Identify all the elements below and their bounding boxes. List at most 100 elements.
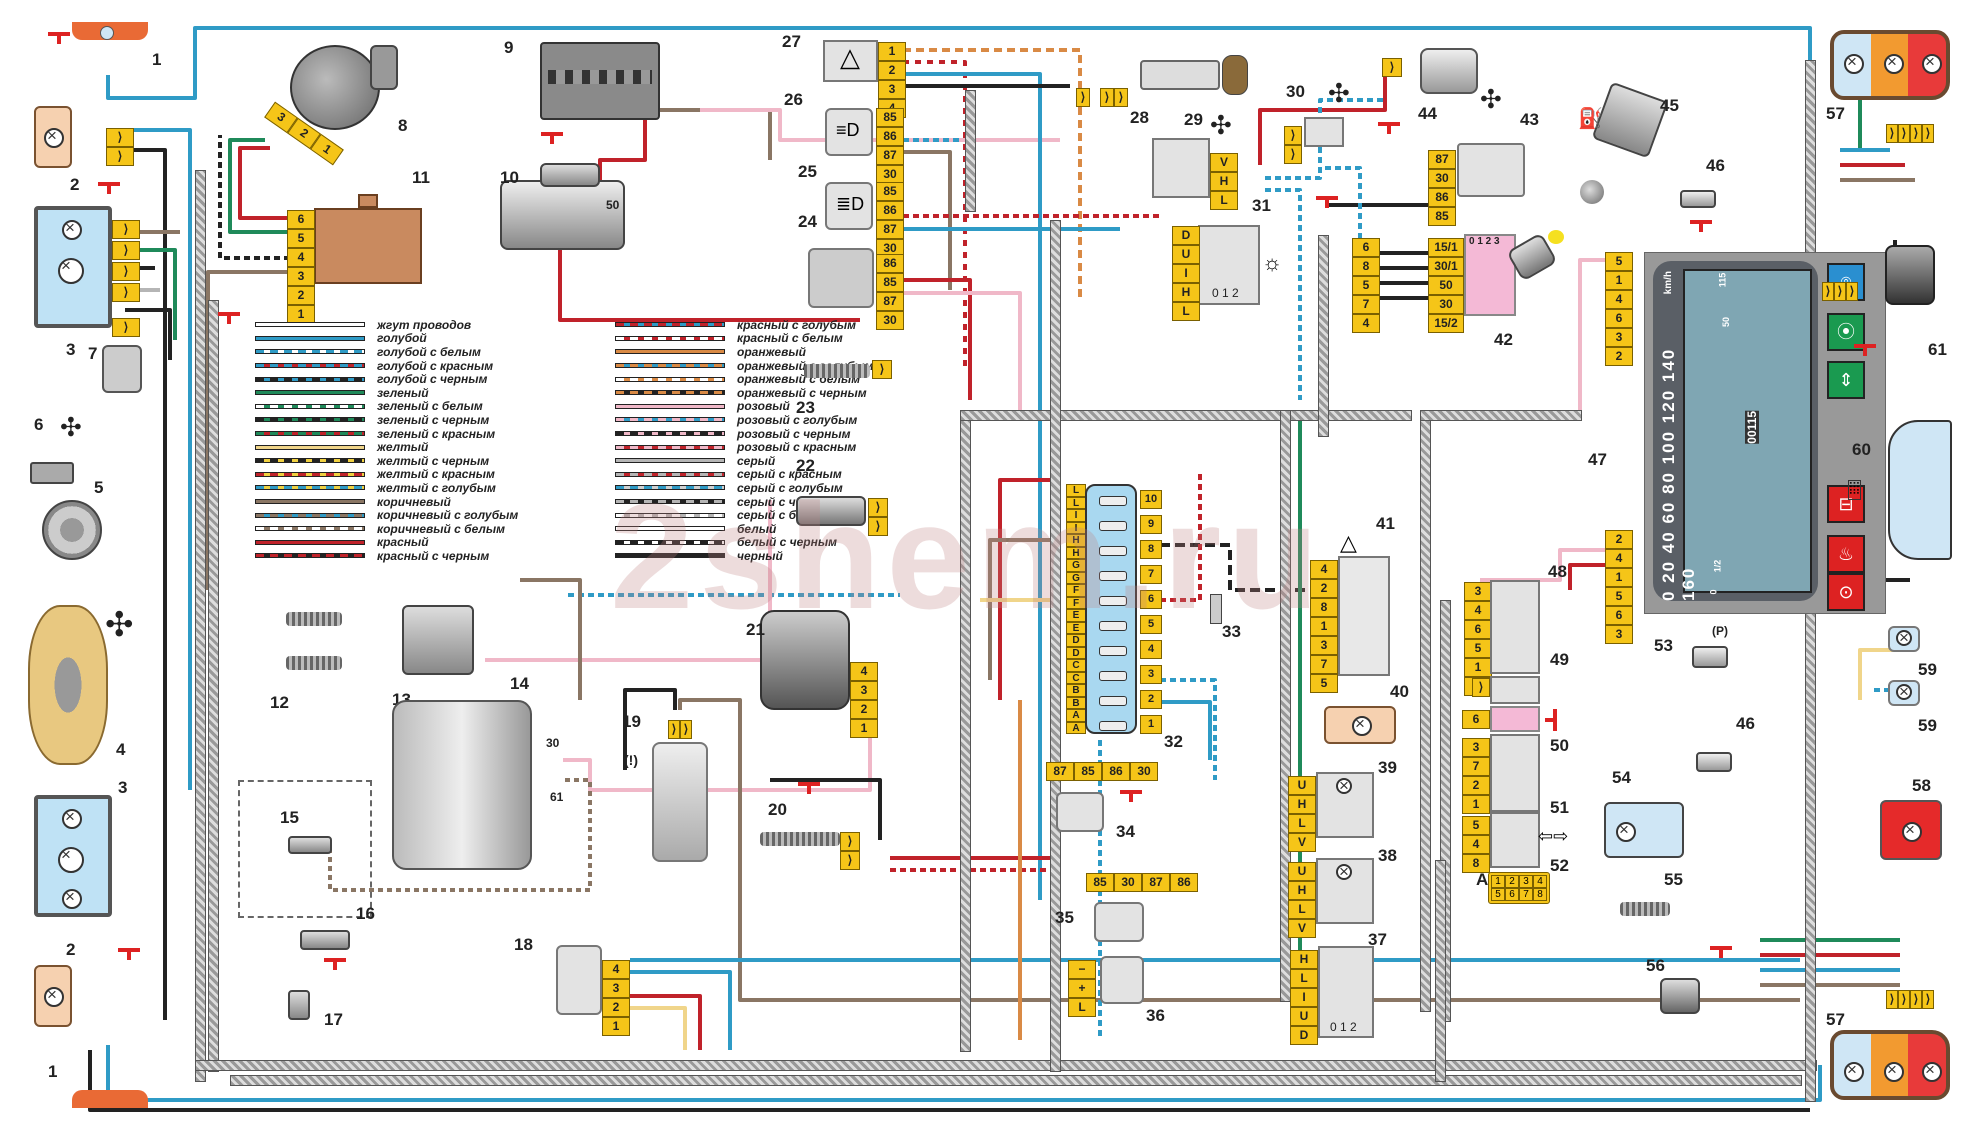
gauge-panel: 0 20 40 60 80 100 120 140 160 km/h 00115…: [1653, 261, 1818, 601]
fuse: [1099, 646, 1127, 656]
wiper-switch: [1490, 580, 1540, 674]
odometer: 00115: [1745, 411, 1759, 444]
lamp-icon: [1922, 52, 1942, 74]
component-number: 55: [1664, 870, 1683, 889]
component-number: 1: [48, 1062, 58, 1081]
wire-swatch: [255, 444, 365, 450]
wire-swatch: [255, 471, 365, 477]
wire-swatch: [615, 526, 725, 532]
harness-center-top: [960, 410, 1412, 421]
heater-resistor: [1304, 117, 1344, 147]
fuse-input-terminal: L: [1066, 496, 1086, 509]
wire-swatch: [255, 322, 365, 328]
legend-label: розовый с черным: [737, 426, 851, 441]
fan-icon: ✣: [1210, 110, 1232, 140]
ignition-switch-module: [314, 208, 422, 284]
harness-left-trunk-inner: [208, 300, 219, 1072]
legend-label: зеленый с черным: [377, 412, 490, 427]
component-number: 59: [1918, 660, 1937, 679]
legend-label: серый с голубым: [737, 480, 843, 495]
fuse-input-terminal: F: [1066, 596, 1086, 609]
legend-label: зеленый: [377, 385, 429, 400]
wire: [903, 291, 1022, 420]
heater-fan-switch: [1152, 138, 1210, 198]
legend-label: желтый с голубым: [377, 480, 496, 495]
wire: [903, 48, 1082, 300]
front-turn-signal-lamp: [34, 106, 72, 168]
component-number: 61: [1928, 340, 1947, 359]
legend-entry: жгут проводов: [255, 318, 615, 332]
fuse-input-terminal: C: [1066, 671, 1086, 684]
ignition-coil: [402, 605, 474, 675]
terminal-label: 30: [546, 736, 560, 750]
fuse: [1099, 621, 1127, 631]
fuse-output-terminal: 6: [1140, 590, 1162, 609]
component-number: 34: [1116, 822, 1135, 841]
lamp-icon: [1884, 1060, 1904, 1082]
legend-entry: серый: [615, 454, 915, 468]
ground-symbol: [1710, 946, 1732, 958]
legend-label: белый: [737, 521, 777, 536]
choke-switch: [1140, 60, 1220, 90]
wire: [1160, 678, 1217, 780]
wire: [1858, 648, 1900, 700]
legend-label: красный с белым: [737, 331, 843, 346]
connector-a-label: A: [1476, 870, 1489, 889]
fuse: [1099, 721, 1127, 731]
fuse: [1099, 546, 1127, 556]
wire-swatch: [255, 553, 365, 559]
fuse-box: [1085, 484, 1137, 734]
component-number: 27: [782, 32, 801, 51]
sensor-20: [760, 832, 840, 846]
wire-swatch: [255, 417, 365, 423]
fuel-pump-icon: ⛽: [1578, 108, 1603, 130]
wiper-connector: ⟩⟩⟩: [1822, 282, 1858, 301]
component-number: 14: [510, 674, 529, 693]
distributor: [290, 45, 380, 130]
legend-entry: белый: [615, 522, 915, 536]
headlight-switch: [1490, 734, 1540, 812]
legend-entry: зеленый: [255, 386, 615, 400]
rear-wiper-switch: [1318, 946, 1374, 1038]
wire: [903, 72, 1042, 900]
legend-label: голубой с красным: [377, 358, 494, 373]
choke-knob: [1222, 55, 1248, 95]
headlamp-connector: ⟩⟩⟩⟩⟩: [112, 220, 140, 337]
harness-cluster-link: [1420, 410, 1582, 421]
turn-signal-switch: [1490, 812, 1540, 868]
oil-pressure-sender: [300, 930, 350, 950]
resistor-connector: ⟩⟩: [1284, 126, 1302, 164]
wire-swatch: [615, 499, 725, 505]
component-number: 58: [1912, 776, 1931, 795]
legend-label: желтый с красным: [377, 467, 495, 482]
component-number: 36: [1146, 1006, 1165, 1025]
fuse-output-terminal: 1: [1140, 715, 1162, 734]
fuse-input-terminal: B: [1066, 696, 1086, 709]
component-number: 26: [784, 90, 803, 109]
legend-label: серый: [737, 453, 776, 468]
wire-swatch: [615, 322, 725, 328]
component-number: 10: [500, 168, 519, 187]
voltmeter: [556, 945, 602, 1015]
ground-symbol: [118, 948, 140, 960]
turn-arrows-icon: ⇦⇨: [1538, 826, 1569, 846]
component-number: 5: [94, 478, 104, 497]
fuse: [1099, 571, 1127, 581]
component-number: 42: [1494, 330, 1513, 349]
fuse-input-terminal: I: [1066, 521, 1086, 534]
harness-relay-column: [965, 90, 976, 212]
legend-label: желтый: [377, 440, 429, 455]
instrument-cluster: 0 20 40 60 80 100 120 140 160 km/h 00115…: [1644, 252, 1886, 614]
fuse-output-terminal: 4: [1140, 640, 1162, 659]
fuse-input-terminal: L: [1066, 484, 1086, 497]
component-number: 8: [398, 116, 408, 135]
legend-entry: голубой с черным: [255, 372, 615, 386]
